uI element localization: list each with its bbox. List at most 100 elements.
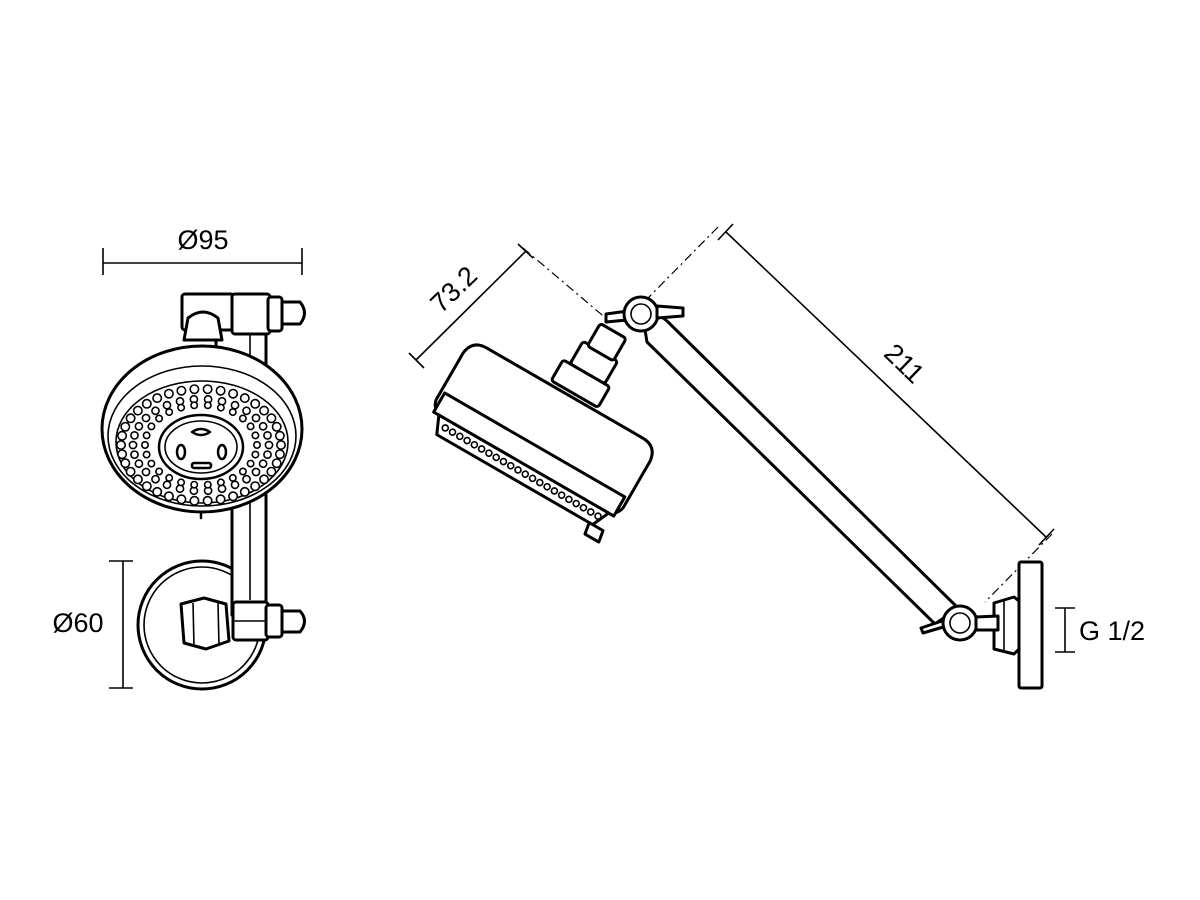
nozzle: [259, 405, 270, 416]
dimension-head-diameter: Ø95: [102, 225, 303, 275]
shower-head-side: [432, 323, 654, 544]
nozzle: [266, 413, 277, 424]
nozzle: [263, 430, 272, 440]
nozzle: [189, 495, 200, 506]
lower-knuckle: [231, 600, 306, 642]
nozzle: [215, 494, 226, 505]
nozzle: [239, 486, 250, 497]
nozzle: [203, 401, 212, 410]
nozzle: [134, 421, 144, 431]
nozzle: [271, 421, 282, 432]
nozzle: [130, 430, 139, 440]
nozzle: [141, 481, 152, 492]
nozzle: [125, 466, 136, 477]
nozzle: [251, 467, 261, 477]
nozzle: [141, 398, 152, 409]
dimension-flange-diameter: Ø60: [52, 560, 133, 689]
side-nozzle: [463, 436, 471, 445]
dimension-arm-length-label: 211: [878, 338, 930, 389]
nozzle: [203, 480, 212, 489]
nozzle: [177, 478, 186, 487]
dimension-flange-diameter-label: Ø60: [52, 608, 103, 638]
nozzle: [189, 384, 200, 395]
nozzle: [132, 474, 143, 485]
nozzle: [263, 450, 272, 459]
nozzle: [177, 403, 186, 412]
side-nozzle: [477, 445, 486, 453]
side-nozzle: [506, 461, 515, 470]
side-nozzle: [514, 466, 522, 474]
side-nozzle: [565, 495, 573, 504]
nozzle: [120, 421, 131, 432]
side-nozzle: [594, 512, 602, 520]
nozzle: [228, 408, 237, 417]
nozzle: [165, 408, 174, 417]
dimension-thread-label: G 1/2: [1079, 616, 1145, 646]
nozzle: [117, 449, 128, 460]
side-nozzle: [492, 453, 500, 462]
nozzle: [190, 480, 199, 489]
side-nozzle: [485, 449, 493, 457]
nozzle: [258, 459, 268, 469]
nozzle: [155, 414, 164, 423]
side-nozzle: [441, 424, 450, 432]
nozzle: [238, 414, 247, 423]
side-nozzle: [550, 487, 559, 495]
dimension-thread: G 1/2: [1055, 607, 1145, 653]
nozzle: [246, 459, 255, 468]
nozzle: [163, 491, 174, 502]
nozzle: [271, 458, 282, 469]
nozzle: [202, 495, 213, 506]
nozzle: [250, 398, 261, 409]
side-nozzle: [572, 499, 580, 508]
nozzle: [202, 384, 213, 395]
nozzle: [253, 440, 262, 449]
upper-swivel-joint: [604, 295, 685, 333]
side-nozzle: [586, 508, 595, 516]
nozzle: [176, 385, 187, 396]
nozzle: [228, 491, 239, 502]
nozzle: [142, 450, 151, 459]
nozzle: [264, 440, 274, 450]
nozzle: [151, 474, 160, 484]
front-view: Ø95 Ø60: [52, 225, 306, 691]
nozzle: [190, 401, 199, 410]
side-nozzle: [499, 457, 508, 466]
nozzle: [141, 413, 151, 423]
nozzle: [251, 413, 261, 423]
nozzle: [176, 494, 187, 505]
nozzle: [147, 422, 156, 431]
nozzle: [274, 430, 285, 441]
nozzle: [151, 406, 160, 416]
nozzle: [120, 458, 131, 469]
nozzle: [162, 480, 172, 490]
nozzle: [246, 422, 255, 431]
side-nozzle: [557, 491, 566, 499]
nozzle: [251, 431, 260, 440]
lower-swivel-joint: [919, 604, 1000, 642]
nozzle: [141, 440, 150, 449]
dimension-head-diameter-label: Ø95: [177, 225, 228, 255]
nozzle: [134, 459, 144, 469]
side-nozzle: [528, 474, 537, 483]
nozzle: [163, 388, 174, 399]
dimension-head-depth-label: 73.2: [424, 260, 483, 318]
upper-knuckle: [180, 292, 306, 342]
nozzle: [132, 405, 143, 416]
side-nozzle: [536, 478, 544, 487]
nozzle: [251, 450, 260, 459]
nozzle: [117, 430, 128, 441]
side-nozzle: [470, 440, 479, 449]
side-nozzle: [448, 428, 457, 436]
nozzle: [152, 393, 163, 404]
wall-plate: [992, 560, 1044, 690]
side-view: 73.2 211 G 1/2: [408, 223, 1145, 690]
nozzle: [152, 486, 163, 497]
dimension-arm-length: 211: [717, 223, 1055, 546]
side-nozzle: [521, 470, 530, 478]
nozzle: [228, 473, 237, 482]
shower-head-front: [100, 344, 304, 520]
nozzle: [275, 439, 286, 450]
nozzle-rings: [116, 384, 286, 506]
